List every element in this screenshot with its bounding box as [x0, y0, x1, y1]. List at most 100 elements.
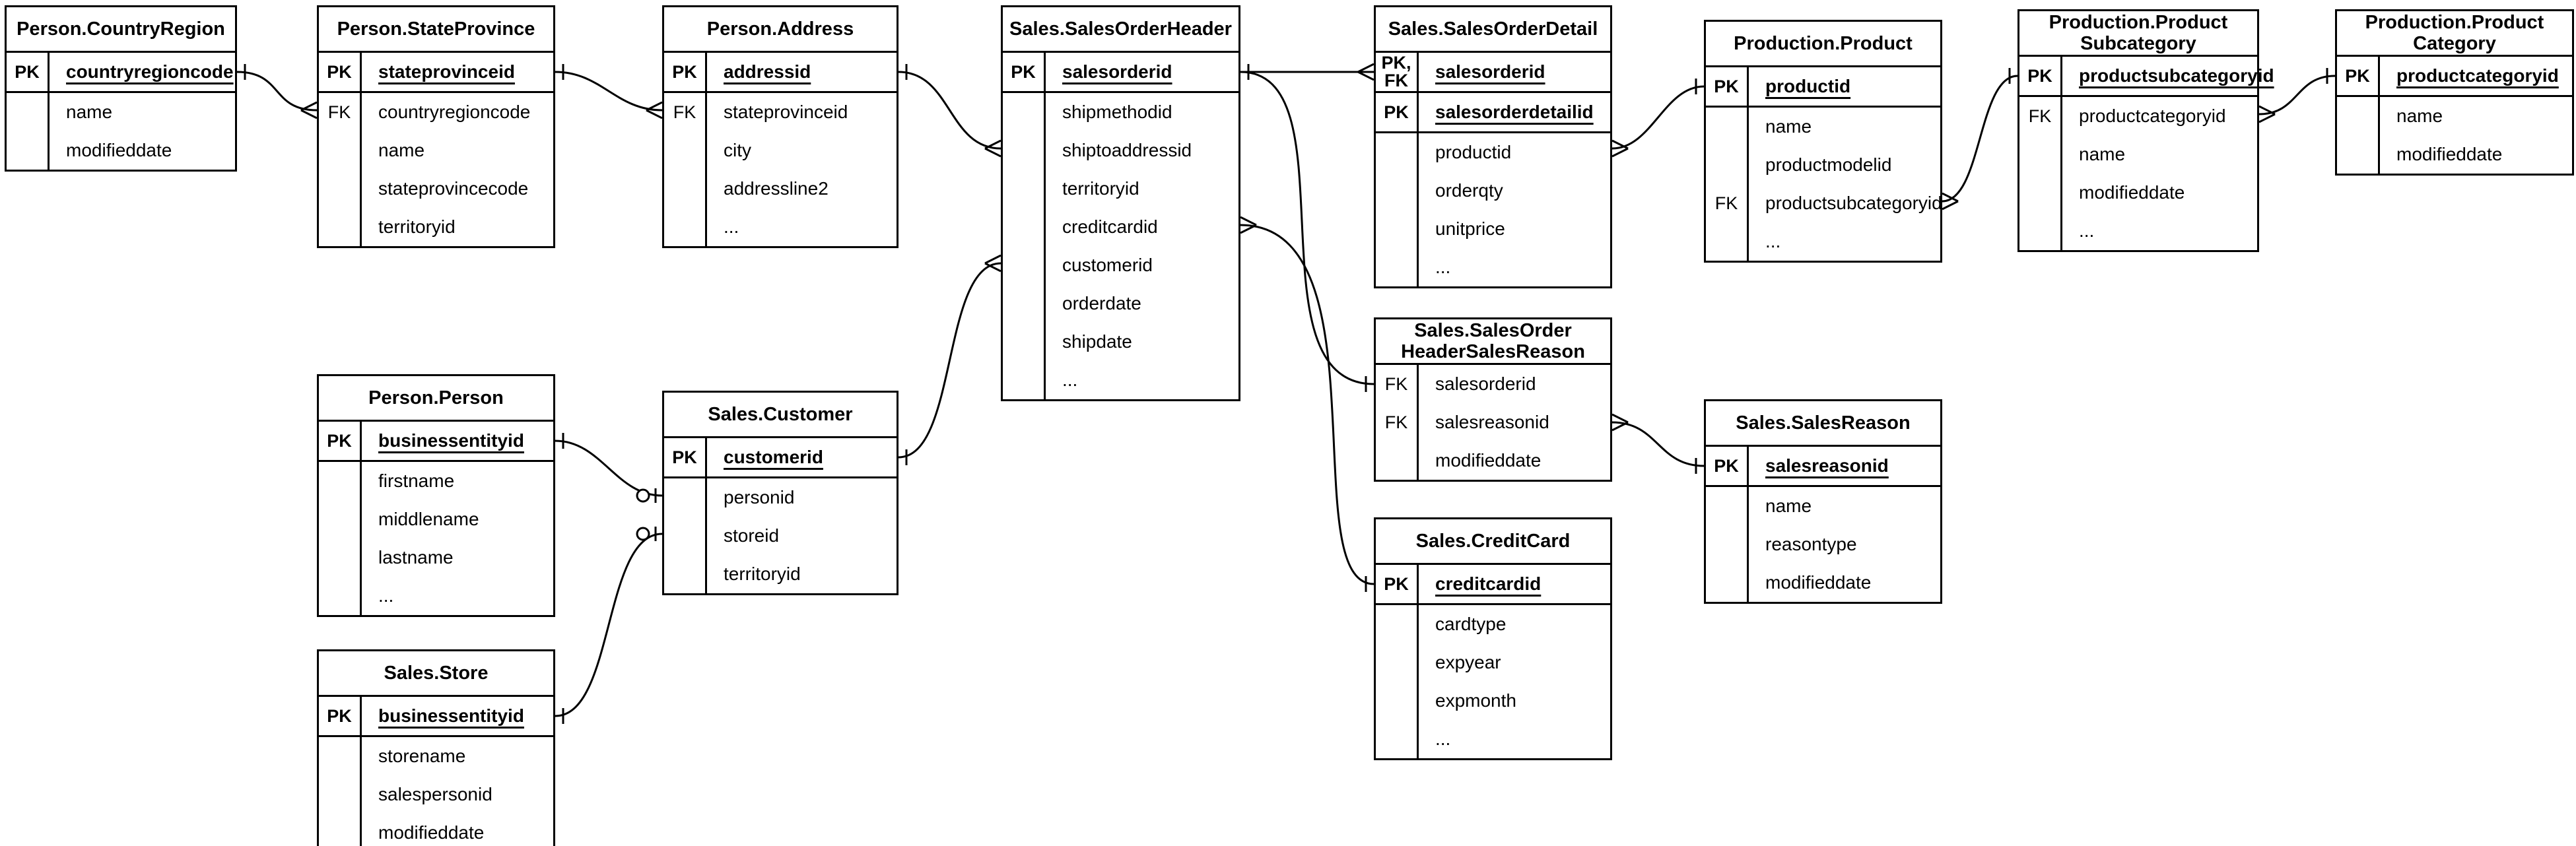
entity-title: Person.Address: [664, 7, 897, 53]
field-name: name: [378, 140, 425, 160]
field-name: salesreasonid: [1765, 455, 1889, 476]
key-cell: [319, 500, 362, 538]
key-cell: PK: [1376, 565, 1419, 603]
relationship-sales-store-sales-customer[interactable]: [555, 527, 663, 724]
relationship-sales-salesorderheader-sales-salesorderheadersalesreason[interactable]: [1240, 64, 1374, 392]
key-cell: [664, 208, 707, 246]
field-row: name: [7, 93, 235, 131]
relationship-person-stateprovince-person-address[interactable]: [555, 64, 663, 119]
key-cell: [1376, 643, 1419, 682]
field-row: ...: [664, 208, 897, 246]
relationship-person-countryregion-person-stateprovince[interactable]: [236, 64, 318, 119]
key-cell: FK: [1706, 184, 1749, 222]
field-name: reasontype: [1765, 534, 1857, 554]
field-row: modifieddate: [2337, 135, 2572, 174]
field-row: productid: [1376, 133, 1610, 172]
field-row: reasontype: [1706, 525, 1940, 564]
field-name: businessentityid: [378, 430, 524, 451]
field-row: name: [2019, 135, 2257, 174]
key-cell: [319, 814, 362, 846]
key-cell: [1003, 170, 1046, 208]
key-cell: [1706, 564, 1749, 602]
relationship-sales-salesorderheader-sales-creditcard[interactable]: [1240, 216, 1374, 592]
key-cell: [319, 462, 362, 500]
key-cell: [1003, 131, 1046, 170]
field-name: orderdate: [1062, 293, 1141, 313]
relationship-sales-customer-sales-salesorderheader[interactable]: [898, 254, 1001, 465]
key-cell: [7, 131, 50, 170]
field-row: ...: [319, 577, 553, 615]
relationship-sales-salesorderheadersalesreason-sales-salesreason[interactable]: [1611, 413, 1705, 474]
field-row: modifieddate: [2019, 174, 2257, 212]
field-name: stateprovinceid: [724, 102, 848, 122]
key-cell: FK: [2019, 97, 2062, 135]
relationship-production-productsubcategory-production-productcategory[interactable]: [2258, 68, 2336, 123]
field-row: city: [664, 131, 897, 170]
key-cell: [1376, 248, 1419, 286]
key-cell: PK: [1003, 53, 1046, 91]
field-row: storename: [319, 737, 553, 775]
field-name: salesorderid: [1435, 374, 1536, 394]
field-name: city: [724, 140, 751, 160]
key-cell: [2019, 212, 2062, 250]
key-cell: [1003, 93, 1046, 131]
field-name: modifieddate: [378, 822, 485, 843]
key-cell: [1376, 133, 1419, 172]
relationship-line: [1942, 75, 2018, 203]
relationship-production-product-production-productsubcategory[interactable]: [1942, 68, 2018, 211]
field-name: productsubcategoryid: [2079, 65, 2274, 86]
relationship-sales-salesorderheader-sales-salesorderdetail[interactable]: [1240, 63, 1374, 81]
key-cell: [1376, 172, 1419, 210]
field-name: salesorderdetailid: [1435, 102, 1594, 122]
relationship-person-address-sales-salesorderheader[interactable]: [898, 64, 1001, 158]
field-name: name: [1765, 116, 1812, 137]
field-name: expmonth: [1435, 690, 1516, 711]
field-name: ...: [1435, 257, 1451, 277]
relationship-sales-salesorderdetail-production-product[interactable]: [1611, 79, 1705, 158]
entity-title: Production.Product: [1706, 22, 1940, 67]
relationship-person-person-sales-customer[interactable]: [555, 433, 663, 503]
field-name: ...: [2079, 220, 2095, 241]
field-name: modifieddate: [1765, 572, 1872, 593]
key-cell: [319, 131, 362, 170]
field-name: customerid: [1062, 255, 1153, 275]
field-row: expmonth: [1376, 682, 1610, 720]
entity-title: Production.Product Subcategory: [2019, 11, 2257, 57]
field-row: shiptoaddressid: [1003, 131, 1238, 170]
relationship-line: [1240, 71, 1374, 385]
entity-title: Person.Person: [319, 376, 553, 422]
field-row: modifieddate: [1376, 441, 1610, 480]
field-name: stateprovinceid: [378, 61, 515, 82]
relationship-line: [898, 71, 1001, 150]
key-cell: PK: [7, 53, 50, 91]
key-cell: [1376, 682, 1419, 720]
field-name: lastname: [378, 547, 454, 568]
field-name: name: [66, 102, 113, 122]
